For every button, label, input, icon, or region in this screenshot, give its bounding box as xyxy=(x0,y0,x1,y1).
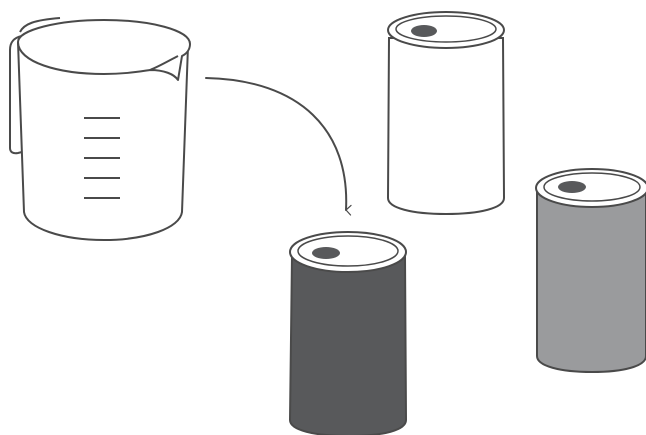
pull-tab-icon xyxy=(558,181,586,193)
empty-can-body xyxy=(388,38,504,214)
dark-filled-can-icon xyxy=(290,232,406,435)
empty-can-icon xyxy=(388,12,504,214)
grey-can-body xyxy=(537,188,646,372)
pull-tab-icon xyxy=(312,247,340,259)
empty-can-lid xyxy=(396,16,496,42)
pull-tab-icon xyxy=(411,25,437,37)
measuring-jug-icon xyxy=(10,18,190,240)
pour-arrow-icon xyxy=(206,78,346,210)
dark-can-body xyxy=(290,256,406,435)
grey-filled-can-icon xyxy=(536,169,646,372)
